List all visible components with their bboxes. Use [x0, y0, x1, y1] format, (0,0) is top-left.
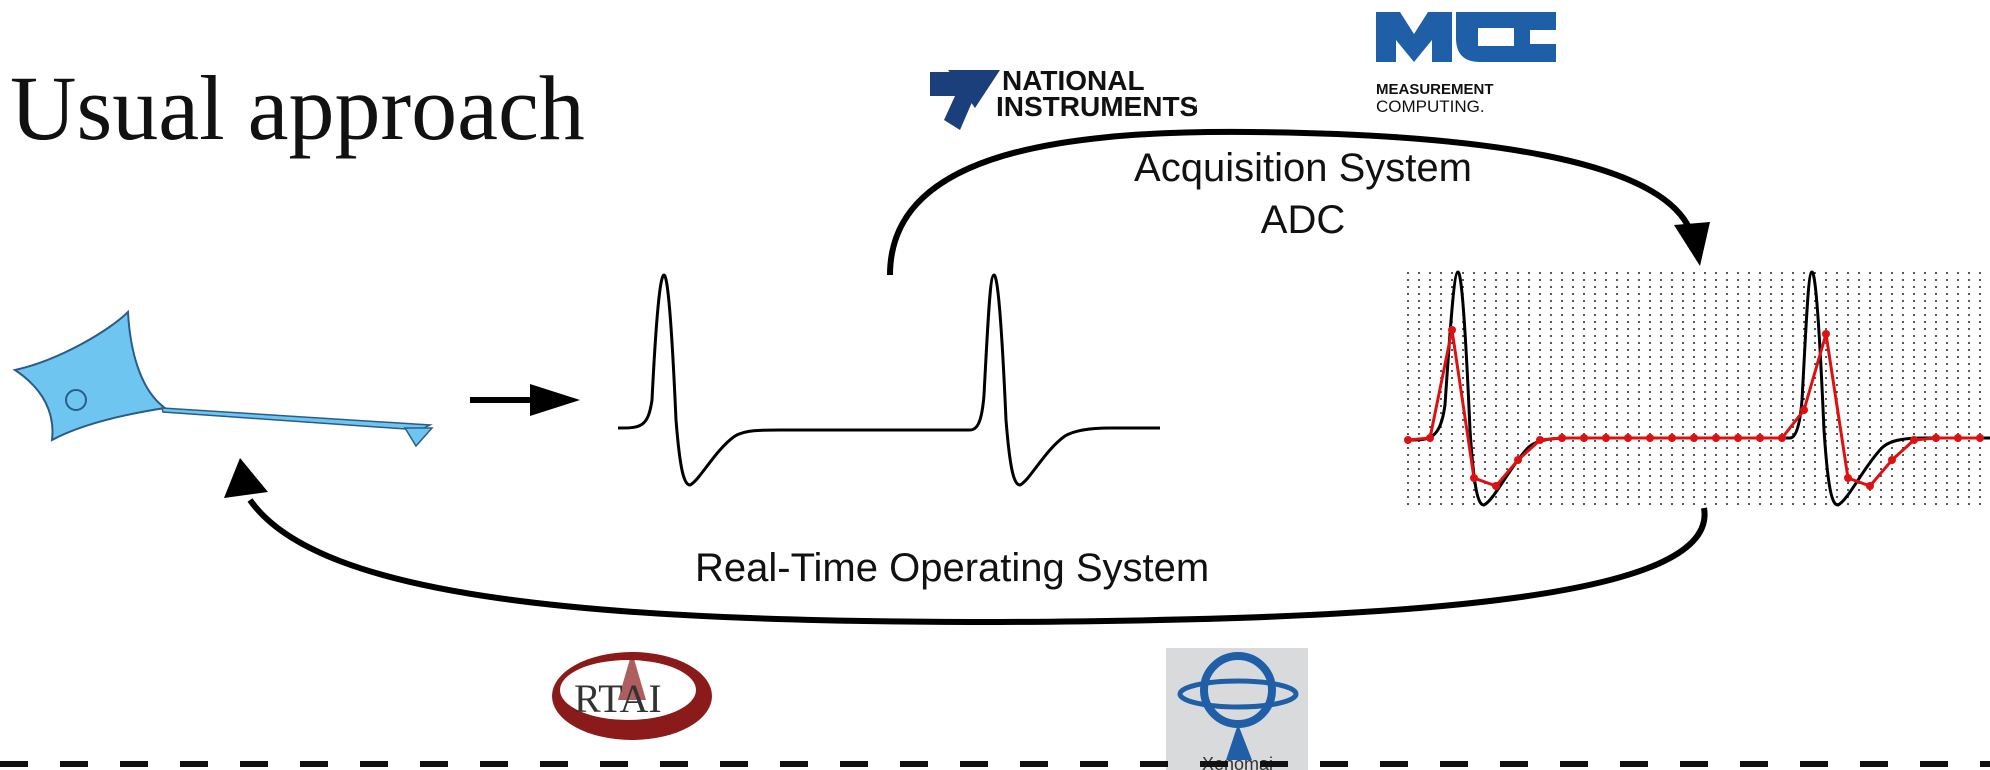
acquisition-arrowhead	[1674, 222, 1710, 266]
sampled-analog-trace	[1407, 270, 1990, 507]
ni-logo-line2: INSTRUMENTS	[996, 91, 1198, 122]
sampling-grid	[1407, 272, 1981, 508]
sample-point	[1580, 434, 1588, 442]
mc-logo-line2: COMPUTING.	[1376, 97, 1485, 116]
sample-point	[1448, 326, 1456, 334]
sample-point	[1910, 436, 1918, 444]
mc-logo-line1: MEASUREMENT	[1376, 81, 1494, 98]
sample-point	[1778, 434, 1786, 442]
rtos-label: Real-Time Operating System	[695, 546, 1210, 590]
sample-point	[1514, 456, 1522, 464]
rtai-logo-text: RTAI	[574, 676, 662, 721]
sample-point	[1866, 482, 1874, 490]
sample-point	[1536, 436, 1544, 444]
slide-title: Usual approach	[10, 57, 585, 159]
arrow-to-signal	[470, 384, 580, 416]
sample-point	[1822, 330, 1830, 338]
sampled-signal-plot	[1404, 270, 1990, 508]
ni-logo-tm: ™	[1188, 104, 1198, 115]
sample-point	[1800, 406, 1808, 414]
sample-point	[1844, 474, 1852, 482]
sample-point	[1426, 434, 1434, 442]
sample-point	[1932, 434, 1940, 442]
ni-logo-line1: NATIONAL	[1002, 65, 1145, 96]
sample-point	[1734, 434, 1742, 442]
sample-point	[1492, 482, 1500, 490]
sample-point	[1888, 456, 1896, 464]
national-instruments-logo: NATIONAL INSTRUMENTS ™	[930, 65, 1198, 130]
sample-point	[1954, 434, 1962, 442]
rtos-feedback-arrow	[247, 498, 1708, 626]
sample-point	[1976, 434, 1984, 442]
xenomai-logo: Xenomai	[1166, 648, 1308, 770]
sample-point	[1602, 434, 1610, 442]
sample-point	[1712, 434, 1720, 442]
sample-point	[1624, 434, 1632, 442]
sample-point	[1668, 434, 1676, 442]
sample-point	[1404, 436, 1412, 444]
sample-point	[1470, 474, 1478, 482]
acquisition-system-label: Acquisition System	[1134, 146, 1472, 190]
acquisition-arrow	[887, 128, 1693, 276]
rtos-feedback-arrowhead	[224, 458, 268, 498]
sample-point	[1756, 434, 1764, 442]
neuron-icon	[12, 309, 434, 448]
sample-point	[1646, 434, 1654, 442]
rtai-logo: RTAI	[552, 652, 712, 740]
adc-label: ADC	[1260, 198, 1346, 242]
measurement-computing-logo: MEASUREMENT COMPUTING.	[1376, 12, 1556, 116]
analog-signal-trace	[617, 273, 1160, 487]
sample-point	[1690, 434, 1698, 442]
sample-points	[1404, 326, 1984, 490]
sample-point	[1558, 434, 1566, 442]
